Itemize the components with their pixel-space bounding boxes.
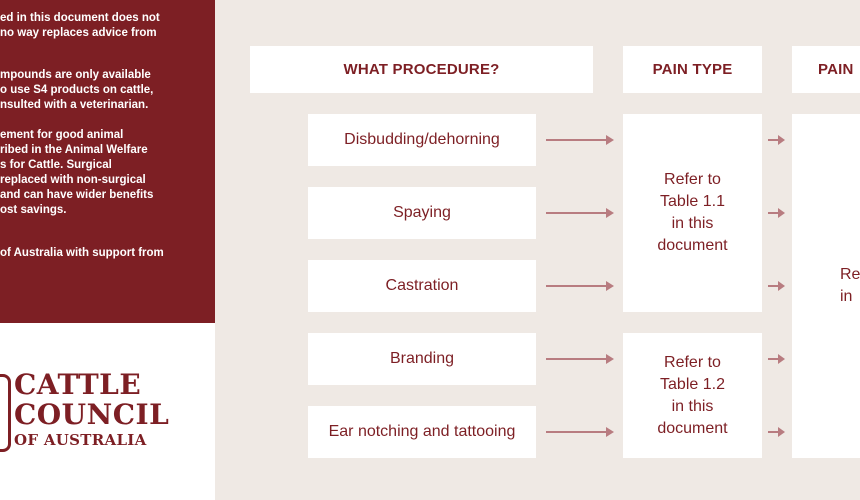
arrow-right-icon <box>546 208 614 218</box>
disclaimer-line: and can have wider benefits <box>0 189 154 201</box>
logo-area <box>0 323 215 500</box>
arrow-right-icon <box>546 354 614 364</box>
arrow-right-icon <box>768 281 785 291</box>
disclaimer-panel: ed in this document does not no way repl… <box>0 0 215 323</box>
disclaimer-line: nsulted with a veterinarian. <box>0 99 149 111</box>
refer-line: document <box>657 419 728 437</box>
arrow-right-icon <box>546 135 614 145</box>
refer-line: in <box>840 288 853 305</box>
procedure-box: Ear notching and tattooing <box>308 406 536 458</box>
refer-line: Table 1.1 <box>660 193 725 210</box>
pain-type-box-1: Refer to Table 1.1 in this document <box>623 114 762 312</box>
arrow-right-icon <box>768 208 785 218</box>
arrow-right-icon <box>768 354 785 364</box>
refer-line: document <box>657 237 728 254</box>
arrow-right-icon <box>768 427 785 437</box>
disclaimer-line: mpounds are only available <box>0 69 151 81</box>
logo-text-line: COUNCIL <box>14 398 170 431</box>
disclaimer-line: s for Cattle. Surgical <box>0 159 112 171</box>
disclaimer-line: no way replaces advice from <box>0 27 157 39</box>
refer-line: Refer to <box>664 171 721 188</box>
disclaimer-line: o use S4 products on cattle, <box>0 84 154 96</box>
procedure-box: Disbudding/dehorning <box>308 114 536 166</box>
pain-type-box-2: Refer to Table 1.2 in this document <box>623 333 762 458</box>
disclaimer-line: ribed in the Animal Welfare <box>0 144 148 156</box>
procedure-box: Branding <box>308 333 536 385</box>
header-pain-partial: PAIN <box>792 46 860 93</box>
refer-line: in this <box>671 215 714 232</box>
disclaimer-line: replaced with non-surgical <box>0 174 146 186</box>
disclaimer-line: ed in this document does not <box>0 12 160 24</box>
disclaimer-line: of Australia with support from <box>0 247 164 259</box>
logo-text-line: CATTLE <box>14 368 142 401</box>
logo-mark-icon <box>0 374 11 452</box>
disclaimer-line: ement for good animal <box>0 129 124 141</box>
arrow-right-icon <box>546 427 614 437</box>
refer-line: in this <box>671 397 714 415</box>
arrow-right-icon <box>768 135 785 145</box>
arrow-right-icon <box>546 281 614 291</box>
cattle-council-logo: CATTLE COUNCIL OF AUSTRALIA <box>0 368 215 458</box>
procedure-box: Castration <box>308 260 536 312</box>
header-procedure: WHAT PROCEDURE? <box>250 46 593 93</box>
refer-line: Refer to <box>664 353 721 371</box>
refer-line: Re <box>840 266 860 283</box>
refer-line: Table 1.2 <box>660 375 725 393</box>
logo-text-line: OF AUSTRALIA <box>14 431 147 449</box>
disclaimer-line: ost savings. <box>0 204 67 216</box>
pain-relief-box-partial: Re in <box>792 114 860 458</box>
header-pain-type: PAIN TYPE <box>623 46 762 93</box>
procedure-box: Spaying <box>308 187 536 239</box>
